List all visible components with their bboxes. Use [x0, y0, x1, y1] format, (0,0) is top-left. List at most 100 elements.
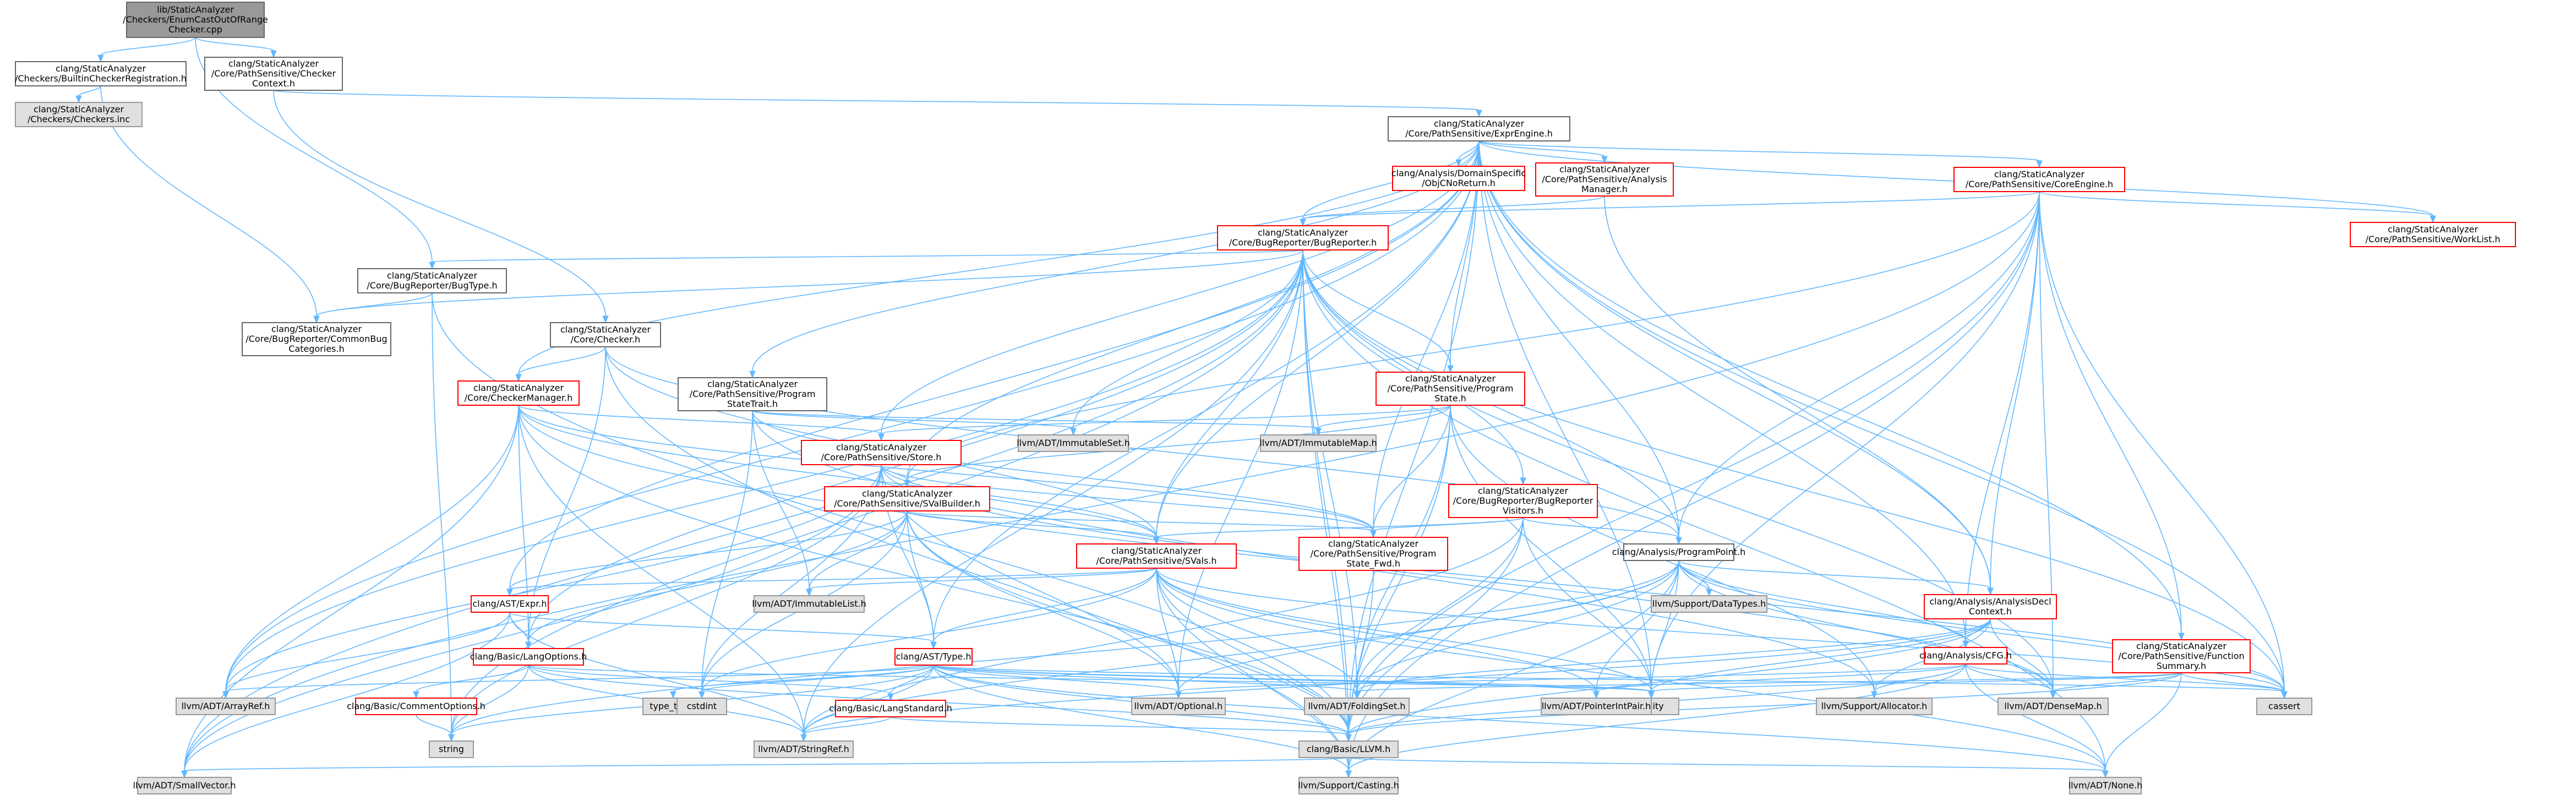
edge-arrowhead — [2281, 691, 2288, 699]
file-node-langopt[interactable]: clang/Basic/LangOptions.h — [470, 648, 587, 666]
node-label-line: /Core/PathSensitive/ExprEngine.h — [1405, 128, 1553, 139]
node-label-line: /Checkers/EnumCastOutOfRange — [123, 14, 268, 25]
edge-line — [890, 716, 1349, 735]
file-node-densemap: llvm/ADT/DenseMap.h — [1998, 698, 2109, 715]
file-node-langstd[interactable]: clang/Basic/LangStandard.h — [829, 700, 952, 717]
file-node-immset: llvm/ADT/ImmutableSet.h — [1017, 434, 1130, 452]
edge-line — [451, 665, 529, 735]
file-node-store[interactable]: clang/StaticAnalyzer/Core/PathSensitive/… — [801, 440, 962, 465]
dependency-edge — [416, 714, 455, 742]
edge-line — [316, 292, 433, 317]
file-node-worklist[interactable]: clang/StaticAnalyzer/Core/PathSensitive/… — [2350, 222, 2516, 247]
dependency-edge — [429, 249, 1303, 270]
node-label-line: /Core/PathSensitive/Checker — [211, 68, 336, 79]
node-label-line: llvm/ADT/StringRef.h — [758, 744, 849, 754]
node-box — [355, 698, 477, 715]
edge-line — [907, 405, 1451, 481]
file-node-svalb[interactable]: clang/StaticAnalyzer/Core/PathSensitive/… — [824, 486, 990, 511]
dependency-edge — [698, 568, 1157, 699]
edge-line — [1596, 560, 1679, 692]
node-box — [1623, 543, 1734, 561]
edge-line — [1348, 618, 1991, 735]
edge-arrowhead — [2036, 160, 2043, 168]
edge-line — [752, 410, 810, 590]
edge-line — [933, 568, 1157, 642]
dependency-edge — [1478, 140, 1969, 649]
node-label-line: clang/StaticAnalyzer — [2136, 641, 2227, 651]
edge-line — [1478, 140, 2182, 634]
edge-line — [803, 249, 1303, 735]
file-node-foldset: llvm/ADT/FoldingSet.h — [1304, 698, 1410, 715]
file-node-bugrep[interactable]: clang/StaticAnalyzer/Core/BugReporter/Bu… — [1217, 225, 1389, 251]
file-node-root[interactable]: lib/StaticAnalyzer/Checkers/EnumCastOutO… — [123, 2, 268, 38]
edge-arrowhead — [181, 770, 188, 778]
edge-arrowhead — [525, 641, 532, 650]
node-label-line: /Core/CheckerManager.h — [465, 393, 573, 403]
edge-line — [195, 37, 274, 51]
file-node-brvis[interactable]: clang/StaticAnalyzer/Core/BugReporter/Bu… — [1448, 484, 1598, 518]
file-node-expr_eng[interactable]: clang/StaticAnalyzer/Core/PathSensitive/… — [1388, 116, 1570, 141]
file-node-bcr[interactable]: clang/StaticAnalyzer/Checkers/BuiltinChe… — [15, 61, 187, 86]
node-label-line: Manager.h — [1581, 184, 1628, 194]
file-node-none: llvm/ADT/None.h — [2069, 777, 2142, 794]
file-node-checker[interactable]: clang/StaticAnalyzer/Core/Checker.h — [550, 322, 661, 347]
edge-line — [1356, 672, 2182, 692]
edge-line — [432, 292, 452, 735]
dependency-edge — [515, 346, 606, 382]
dependency-edge — [273, 90, 609, 324]
dependency-edge — [181, 757, 1349, 778]
file-node-objcnr[interactable]: clang/Analysis/DomainSpecific/ObjCNoRetu… — [1391, 166, 1526, 191]
edge-line — [1373, 517, 1524, 531]
node-label-line: clang/StaticAnalyzer — [1328, 538, 1419, 549]
file-node-svals[interactable]: clang/StaticAnalyzer/Core/PathSensitive/… — [1076, 543, 1237, 569]
edge-arrowhead — [270, 50, 277, 58]
file-node-pstrait[interactable]: clang/StaticAnalyzer/Core/PathSensitive/… — [678, 377, 827, 411]
edge-line — [1156, 140, 1480, 538]
node-box — [2069, 777, 2142, 794]
file-node-coreeng[interactable]: clang/StaticAnalyzer/Core/PathSensitive/… — [1953, 167, 2125, 192]
edge-line — [225, 612, 510, 692]
node-box — [678, 377, 827, 411]
file-node-astexpr[interactable]: clang/AST/Expr.h — [471, 595, 549, 613]
file-node-chkmgr[interactable]: clang/StaticAnalyzer/Core/CheckerManager… — [457, 380, 580, 406]
edge-arrowhead — [1676, 537, 1682, 545]
file-node-asttype[interactable]: clang/AST/Type.h — [894, 648, 973, 666]
edge-line — [432, 292, 1349, 735]
file-node-psCC[interactable]: clang/StaticAnalyzer/Core/PathSensitive/… — [204, 57, 343, 91]
edge-line — [1302, 249, 2285, 692]
node-label-line: clang/StaticAnalyzer — [1405, 373, 1496, 384]
edge-line — [432, 249, 1303, 263]
file-node-progpt[interactable]: clang/Analysis/ProgramPoint.h — [1612, 543, 1746, 561]
dependency-edge — [222, 665, 934, 699]
file-node-cfg[interactable]: clang/Analysis/CFG.h — [1919, 647, 2012, 665]
edge-line — [1156, 568, 1597, 692]
dependency-edge — [181, 464, 882, 778]
node-box — [1388, 116, 1570, 141]
file-node-pstate[interactable]: clang/StaticAnalyzer/Core/PathSensitive/… — [1376, 372, 1525, 406]
file-node-pstatefwd[interactable]: clang/StaticAnalyzer/Core/PathSensitive/… — [1298, 537, 1448, 571]
file-node-commentopt[interactable]: clang/Basic/CommentOptions.h — [347, 698, 485, 715]
dependency-edge — [1648, 191, 2040, 699]
edge-arrowhead — [1706, 589, 1712, 597]
node-label-line: cassert — [2268, 701, 2300, 711]
edge-line — [528, 665, 1652, 692]
edge-line — [803, 716, 891, 735]
edge-line — [1156, 249, 1303, 538]
file-node-bugtype[interactable]: clang/StaticAnalyzer/Core/BugReporter/Bu… — [357, 268, 507, 293]
file-node-analmgr[interactable]: clang/StaticAnalyzer/Core/PathSensitive/… — [1535, 162, 1674, 197]
file-node-commonbug[interactable]: clang/StaticAnalyzer/Core/BugReporter/Co… — [242, 322, 391, 356]
edge-line — [1356, 618, 1991, 692]
node-label-line: llvm/ADT/ArrayRef.h — [182, 701, 270, 711]
node-label-line: /Core/PathSensitive/Program — [690, 389, 816, 399]
node-box — [204, 57, 343, 91]
file-node-immmap: llvm/ADT/ImmutableMap.h — [1259, 434, 1377, 452]
dependency-edge — [2039, 191, 2185, 641]
edge-line — [1073, 249, 1303, 429]
edge-arrowhead — [749, 371, 756, 379]
edge-arrowhead — [97, 55, 104, 63]
file-node-fnsum[interactable]: clang/StaticAnalyzer/Core/PathSensitive/… — [2112, 639, 2251, 673]
edge-arrowhead — [698, 691, 705, 699]
node-label-line: llvm/ADT/ImmutableList.h — [752, 598, 866, 609]
file-node-datatypes: llvm/Support/DataTypes.h — [1651, 595, 1767, 613]
